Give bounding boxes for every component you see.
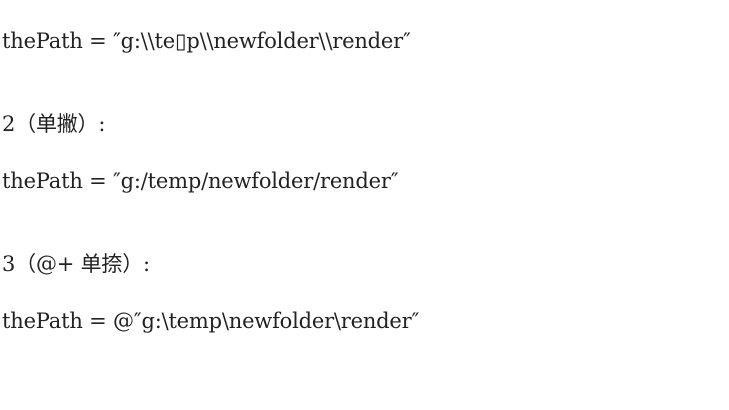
code-line-verbatim-string: thePath = @″g:\temp\newfolder\render″ xyxy=(2,309,420,333)
section-heading-3: 3（@+ 单捺）: xyxy=(2,252,150,276)
code-line-double-backslash: thePath = ″g:\\te▯p\\newfolder\\render″ xyxy=(2,29,411,53)
code-line-forward-slash: thePath = ″g:/temp/newfolder/render″ xyxy=(2,169,399,193)
section-heading-2: 2（单撇）: xyxy=(2,112,106,136)
